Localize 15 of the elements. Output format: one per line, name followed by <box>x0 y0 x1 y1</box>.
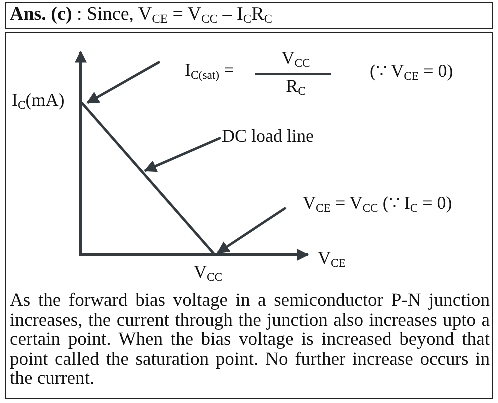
condition-text: (∵ V$_{CE}$ = 0) <box>370 60 454 83</box>
numerator: V$_{CC}$ <box>280 48 312 70</box>
formula-text: I$_{C(sat)}$ = <box>185 60 234 82</box>
axis-label: V$_{CE}$ <box>318 248 346 270</box>
tick-label: V$_{CC}$ <box>194 262 223 284</box>
load-line <box>81 102 216 256</box>
line-label: DC load line <box>222 126 314 147</box>
explanation-text: As the forward bias voltage in a semiconductor P-N junction increases, the current through the junction also increases upto a certain point. When the bias voltage is increased beyond that point called the saturation point. No further increase occurs in the current. <box>10 291 490 388</box>
leader-arrow <box>86 60 161 104</box>
answer-heading: Ans. (c) : Since, V$_{CE}$ = V$_{CC}$ – I$_{C}$R$_{C}$ <box>10 4 272 28</box>
axis-label: I$_{C}$(mA) <box>12 90 65 112</box>
leader-arrow <box>144 136 222 172</box>
denominator: R$_{C}$ <box>285 76 307 98</box>
point-label: V$_{CE}$ = V$_{CC}$ (∵ I$_{C}$ = 0) <box>303 192 452 215</box>
leader-arrow <box>216 206 287 254</box>
